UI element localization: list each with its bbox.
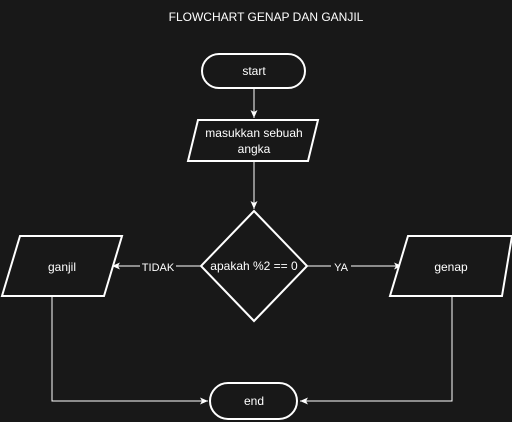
node-start: start <box>201 53 306 89</box>
node-start-label: start <box>242 64 266 78</box>
node-end-label: end <box>244 394 264 408</box>
node-ganjil-label: ganjil <box>48 260 76 274</box>
edge-genap-to-end <box>300 296 453 405</box>
node-input-label-line1: masukkan sebuah <box>205 126 302 140</box>
node-decision: apakah %2 == 0 <box>199 209 309 323</box>
node-input: masukkan sebuah angka <box>186 119 320 162</box>
node-decision-label: apakah %2 == 0 <box>210 259 298 273</box>
edge-ganjil-to-end <box>51 296 208 405</box>
edge-label-no-text: TIDAK <box>142 262 175 274</box>
edge-label-yes-text: YA <box>334 262 349 274</box>
node-genap-label: genap <box>434 260 468 274</box>
node-ganjil: ganjil <box>0 235 124 297</box>
node-input-label-line2: angka <box>238 142 271 156</box>
diagram-title: FLOWCHART GENAP DAN GANJIL <box>169 10 364 24</box>
node-end: end <box>209 382 298 420</box>
edge-label-no: TIDAK <box>140 259 176 274</box>
edges <box>51 88 453 405</box>
node-genap: genap <box>388 235 512 297</box>
edge-label-yes: YA <box>331 259 351 274</box>
